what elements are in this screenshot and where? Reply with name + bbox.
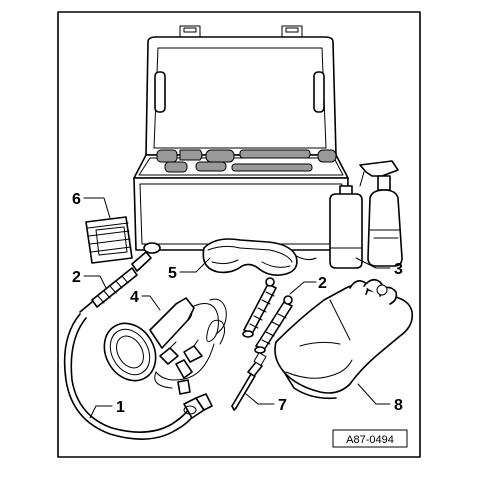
item-7-probe	[231, 352, 267, 411]
callout-2-left: 2	[72, 269, 81, 286]
callout-7: 7	[278, 397, 287, 414]
callout-3: 3	[394, 261, 403, 278]
item-2-hose-left	[79, 242, 161, 313]
callout-2-right: 2	[318, 275, 327, 292]
figure-code: A87-0494	[346, 434, 394, 446]
callout-8: 8	[394, 397, 403, 414]
callout-5: 5	[168, 265, 177, 282]
item-3-bottles	[329, 160, 403, 269]
item-4-uv-lamp	[103, 297, 227, 395]
item-5-goggles	[202, 238, 317, 276]
carrying-case	[133, 25, 349, 251]
callout-6: 6	[72, 191, 81, 208]
item-8-gloves	[274, 278, 414, 400]
callout-1: 1	[116, 399, 125, 416]
outer-frame	[57, 11, 421, 458]
callout-4: 4	[130, 289, 139, 306]
figure-code-box	[332, 429, 408, 448]
item-1-hose	[63, 313, 213, 440]
item-2-couplers-middle	[242, 277, 293, 354]
item-6-sheet-pack	[85, 216, 133, 264]
leader-lines	[83, 197, 391, 419]
